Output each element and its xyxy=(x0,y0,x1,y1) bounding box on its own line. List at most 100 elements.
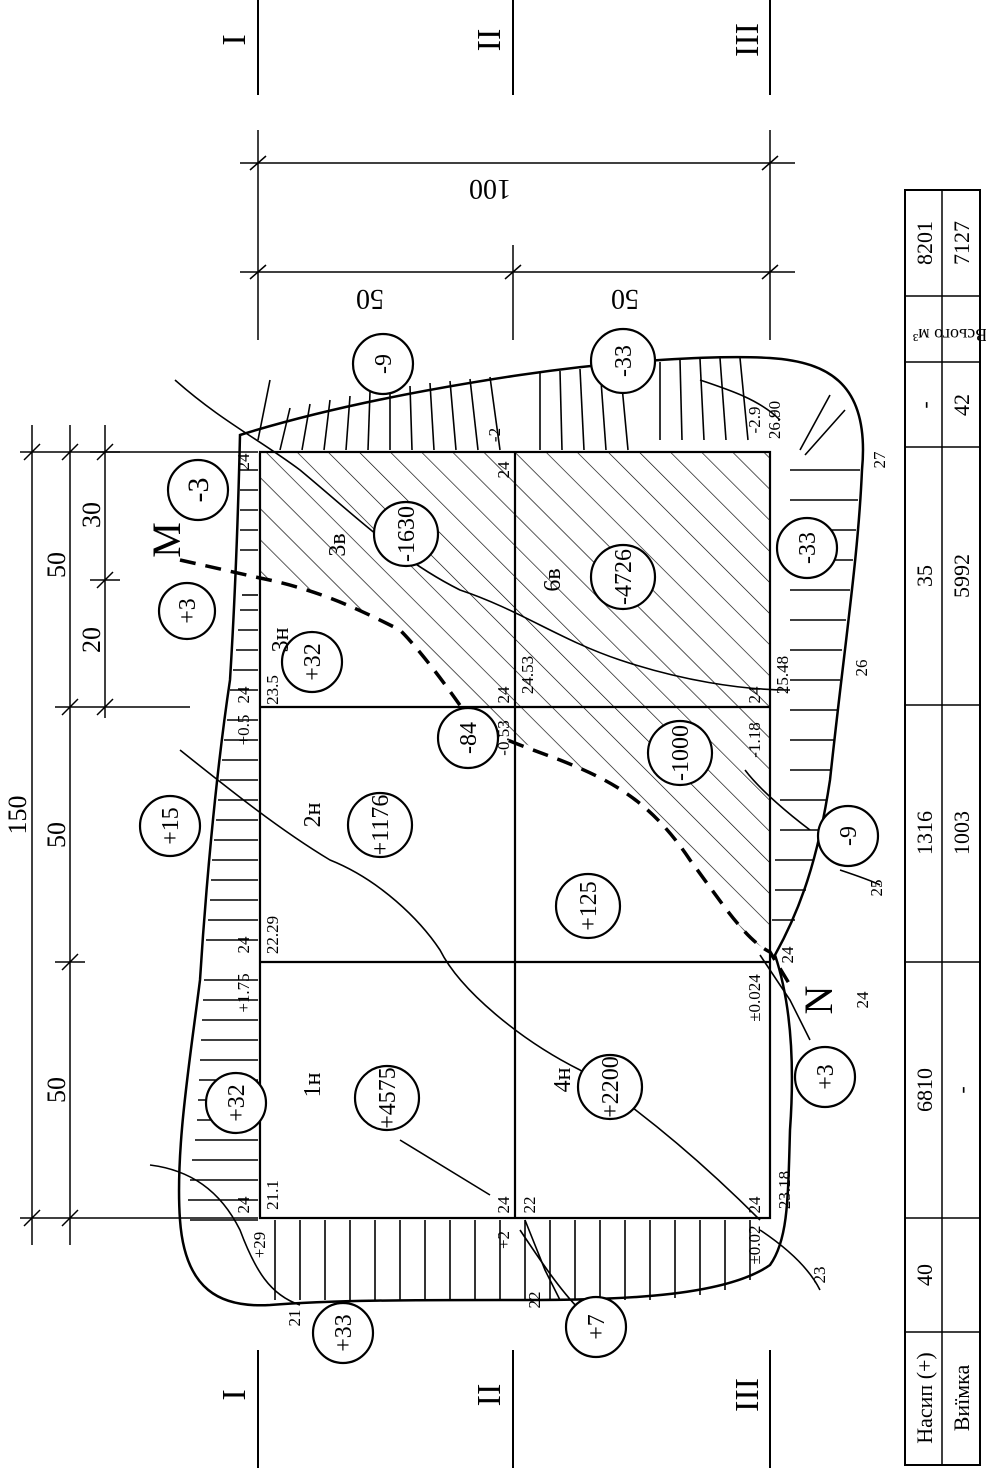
contour-25: 25 xyxy=(867,880,886,897)
contour-21: 21 xyxy=(285,1310,304,1327)
volume-c9: +125 xyxy=(576,881,602,931)
dimension-block-left xyxy=(20,425,258,1245)
section-lines-bottom xyxy=(257,1350,771,1468)
section-mark-bottom-2: II xyxy=(471,1384,508,1407)
dim-50-left: 50 xyxy=(356,283,384,314)
elev-24-c: 24 xyxy=(745,1196,764,1214)
point-m: M xyxy=(144,522,189,558)
volume-c5: +4575 xyxy=(375,1067,401,1129)
elev-24-h: 24 xyxy=(234,453,253,471)
work-minus2: -2 xyxy=(485,428,504,442)
contour-labels: 21 22 23 24 25 26 27 24 xyxy=(285,451,889,1327)
cell-2n: 2н xyxy=(300,802,326,827)
cell-3n: 3н xyxy=(268,627,294,652)
dim-30: 30 xyxy=(77,502,106,528)
table-col3-fill: 1316 xyxy=(912,811,937,855)
volume-c7: +15 xyxy=(158,807,184,845)
work-marks: +29 +2 ±0.02 +1.75 ±0.024 +0.5 -0.53 -1.… xyxy=(234,401,784,1265)
table-total-cut: 7127 xyxy=(949,221,974,265)
elev-22-29: 22.29 xyxy=(263,916,282,954)
volume-c4: +32 xyxy=(224,1084,250,1122)
elev-23-5: 23.5 xyxy=(263,675,282,705)
cell-4n: 4н xyxy=(550,1067,576,1092)
work-2690: 26.90 xyxy=(765,401,784,439)
volume-c1: +33 xyxy=(331,1314,357,1352)
section-mark-bottom-3: III xyxy=(729,1378,766,1412)
grid xyxy=(258,450,772,1220)
cell-3v: 3в xyxy=(325,533,351,556)
work-002: ±0.02 xyxy=(745,1225,764,1264)
volume-c16: -1630 xyxy=(394,506,420,562)
dim-50-right: 50 xyxy=(611,283,639,314)
contour-24-b: 24 xyxy=(778,946,797,964)
work-053: -0.53 xyxy=(494,720,513,755)
section-mark-top-2: II xyxy=(471,29,508,52)
volume-c2: +7 xyxy=(584,1314,610,1340)
elev-24-a: 24 xyxy=(234,1196,253,1214)
elev-24-d: 24 xyxy=(234,936,253,954)
point-n: N xyxy=(796,986,841,1015)
table-col2-fill: 6810 xyxy=(912,1068,937,1112)
cell-6v: 6в xyxy=(540,568,566,591)
table-col4-cut: 5992 xyxy=(949,554,974,598)
volume-c11: -84 xyxy=(456,722,482,754)
section-lines-top xyxy=(257,0,771,95)
volume-c12: -1000 xyxy=(668,725,694,781)
section-mark-bottom-1: I xyxy=(216,1389,253,1400)
volume-c6: +2200 xyxy=(598,1056,624,1118)
volume-c20: -33 xyxy=(611,345,637,377)
work-118: -1.18 xyxy=(745,722,764,757)
work-29: +29 xyxy=(250,1232,269,1259)
work-0024: ±0.024 xyxy=(745,974,764,1022)
cell-1n: 1н xyxy=(300,1072,326,1097)
elev-21-1: 21.1 xyxy=(263,1180,282,1210)
volume-circles xyxy=(138,327,880,1365)
summary-table xyxy=(904,189,981,1466)
table-row-fill-label: Насип (+) xyxy=(912,1352,937,1444)
dim-50-bottom: 50 xyxy=(42,1077,71,1103)
elev-25-48: 25.48 xyxy=(773,656,792,694)
volume-c8: +1176 xyxy=(368,795,394,856)
cell-labels: 1н 2н 3н 3в 4н 6в xyxy=(268,533,576,1097)
elev-24-b: 24 xyxy=(494,1196,513,1214)
volume-c19: -9 xyxy=(371,354,397,374)
zero-work-line xyxy=(179,558,792,986)
elev-23-18: 23.18 xyxy=(775,1171,794,1209)
contour-lines xyxy=(149,379,881,1311)
volume-c17: -4726 xyxy=(611,549,637,605)
dim-20: 20 xyxy=(77,627,106,653)
volume-c10: -9 xyxy=(836,826,862,846)
elev-24-e: 24 xyxy=(234,686,253,704)
table-col2-cut: - xyxy=(949,1086,974,1093)
contour-24: 24 xyxy=(853,991,872,1009)
work-minus29: -2.9 xyxy=(745,407,764,434)
dim-150: 150 xyxy=(3,796,32,835)
contour-22: 22 xyxy=(525,1292,544,1309)
elev-24-g: 24 xyxy=(745,686,764,704)
section-mark-top-3: III xyxy=(729,23,766,57)
table-col3-cut: 1003 xyxy=(949,811,974,855)
table-col5-fill: - xyxy=(912,401,937,408)
elev-22: 22 xyxy=(520,1197,539,1214)
volume-c13: +3 xyxy=(175,598,201,624)
summary-table-text: Насип (+) Виїмка 40 6810 - 1316 1003 35 … xyxy=(912,221,986,1444)
work-2: +2 xyxy=(494,1231,513,1249)
contour-26: 26 xyxy=(852,660,871,677)
table-row-cut-label: Виїмка xyxy=(949,1364,974,1431)
work-175: +1.75 xyxy=(234,973,253,1012)
volume-c18: -33 xyxy=(795,532,821,564)
elev-24-f: 24 xyxy=(494,686,513,704)
site-outline xyxy=(177,355,865,1307)
table-col5-cut: 42 xyxy=(949,394,974,416)
table-total-fill: 8201 xyxy=(912,221,937,265)
table-col1-fill: 40 xyxy=(912,1264,937,1286)
table-col4-fill: 35 xyxy=(912,565,937,587)
volume-c3: +3 xyxy=(813,1064,839,1090)
contour-23: 23 xyxy=(810,1267,829,1284)
volume-labels: +33 +7 +3 +32 +4575 +2200 +15 +1176 +125… xyxy=(158,345,862,1352)
table-unit-label: Всього м³ xyxy=(912,325,986,345)
elev-24-53: 24.53 xyxy=(518,656,537,694)
dim-100: 100 xyxy=(469,173,511,204)
contour-27: 27 xyxy=(870,451,889,469)
